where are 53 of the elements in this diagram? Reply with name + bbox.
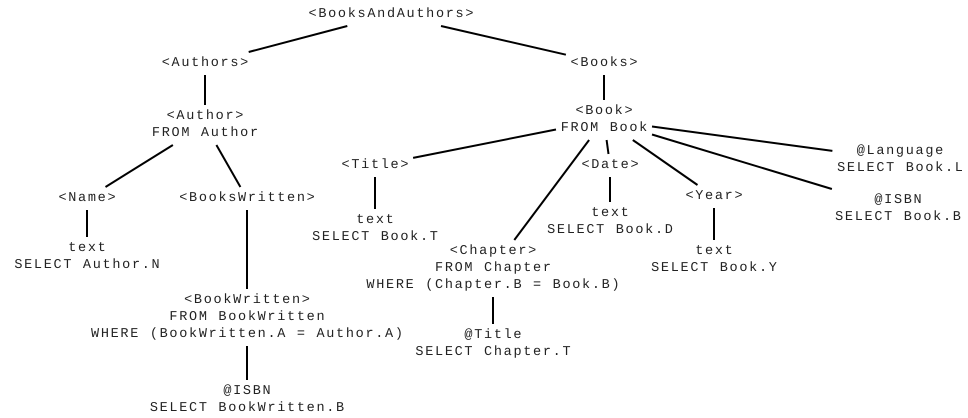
- tree-label: text: [355, 212, 396, 229]
- tree-connector: [440, 25, 566, 56]
- tree-label: text: [67, 240, 108, 257]
- tree-label: @Title: [463, 327, 524, 344]
- tree-label: SELECT Book.D: [546, 222, 675, 239]
- tree-connector: [86, 210, 88, 237]
- tree-label: <Name>: [57, 190, 118, 207]
- tree-label: @ISBN: [222, 383, 272, 400]
- tree-label: WHERE (BookWritten.A = Author.A): [90, 326, 405, 343]
- tree-connector: [713, 208, 715, 240]
- tree-connector: [603, 75, 605, 100]
- tree-label: <Title>: [340, 157, 410, 174]
- tree-label: FROM Author: [150, 125, 260, 142]
- tree-connector: [514, 139, 590, 241]
- tree-connector: [104, 144, 174, 188]
- tree-connector: [374, 177, 376, 209]
- tree-label: <Year>: [684, 188, 744, 205]
- tree-connector: [246, 346, 248, 380]
- tree-label: <BooksAndAuthors>: [308, 6, 476, 23]
- tree-label: SELECT Book.T: [311, 229, 440, 246]
- tree-label: @ISBN: [873, 192, 924, 209]
- tree-connector: [248, 25, 348, 53]
- tree-label: <Chapter>: [448, 243, 538, 260]
- tree-connector: [246, 210, 248, 289]
- tree-label: text: [590, 205, 630, 222]
- tree-connector: [652, 134, 832, 190]
- tree-connector: [652, 126, 833, 152]
- tree-label: <Books>: [570, 55, 640, 72]
- tree-label: <Author>: [166, 108, 246, 125]
- tree-label: <BooksWritten>: [178, 190, 316, 207]
- tree-label: SELECT Chapter.T: [414, 344, 572, 361]
- tree-connector: [606, 140, 610, 154]
- tree-label: SELECT Author.N: [13, 257, 162, 274]
- tree-connector: [216, 144, 242, 188]
- tree-label: SELECT Book.L: [836, 160, 965, 177]
- tree-label: FROM BookWritten: [168, 309, 326, 326]
- tree-connector: [412, 128, 556, 159]
- tree-label: FROM Book: [560, 120, 649, 137]
- tree-label: <BookWritten>: [183, 292, 312, 309]
- tree-connector: [204, 75, 206, 105]
- tree-label: SELECT Book.Y: [650, 260, 779, 277]
- tree-label: <Authors>: [160, 55, 250, 72]
- tree-label: SELECT BookWritten.B: [148, 400, 346, 417]
- tree-label: @Language: [856, 143, 945, 160]
- tree-connector: [609, 177, 611, 202]
- tree-label: <Date>: [580, 157, 640, 174]
- tree-label: WHERE (Chapter.B = Book.B): [365, 277, 622, 294]
- tree-label: SELECT Book.B: [834, 209, 963, 226]
- tree-label: FROM Chapter: [434, 260, 553, 277]
- tree-connector: [492, 297, 494, 324]
- tree-label: text: [694, 243, 734, 260]
- tree-connector: [632, 139, 698, 186]
- tree-label: <Book>: [574, 103, 634, 120]
